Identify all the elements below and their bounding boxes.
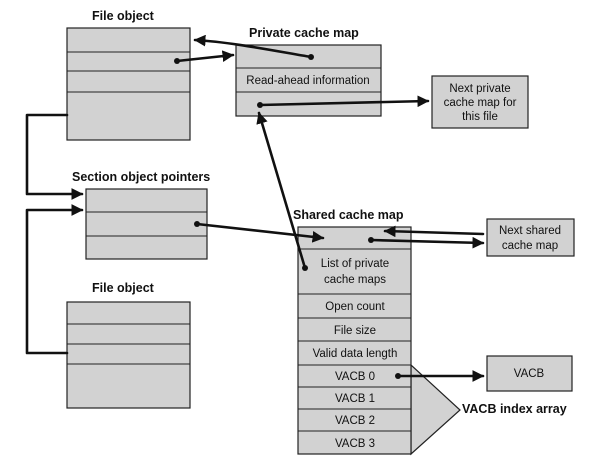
vacb-index-array-bracket [410,363,461,456]
section-object-pointers: Section object pointers [72,170,210,260]
arrow-next-shared-to-shared-map [383,225,485,238]
connectors [25,34,485,382]
vacb-entry-0: VACB 0 [335,371,375,383]
vacb-label: VACB [514,368,545,380]
arrow-private-map-to-file-object [193,34,313,59]
next-private-line2: cache map for [444,97,517,109]
next-shared-line1: Next shared [499,225,561,237]
file-object-top: File object [66,9,191,141]
private-cache-map-title: Private cache map [249,26,359,40]
shared-cache-map-valid-data-length: Valid data length [313,348,398,360]
next-private-line3: this file [462,111,498,123]
arrow-file-object-bottom-to-section-pointers [25,204,84,355]
vacb-entry-1: VACB 1 [335,393,375,405]
vacb-entry-3: VACB 3 [335,438,375,450]
vacb-box [486,355,573,392]
shared-cache-map-list-line1: List of private [321,258,389,270]
arrow-list-to-private-map [256,111,307,270]
next-private-line1: Next private [449,83,510,95]
vacb-entry-2: VACB 2 [335,415,375,427]
file-object-bottom-title: File object [92,281,155,295]
arrow-private-map-to-next-private [258,95,430,108]
next-shared-cache-map: Next shared cache map [486,218,575,257]
shared-cache-map-open-count: Open count [325,301,385,313]
arrow-shared-map-to-next-shared [369,236,485,249]
file-object-bottom-box [66,301,191,409]
arrow-file-object-to-private-map [175,50,235,63]
next-private-cache-map-box [431,75,529,129]
file-object-top-box [66,27,191,141]
shared-cache-map-title: Shared cache map [293,208,404,222]
shared-cache-map-file-size: File size [334,325,376,337]
shared-cache-map-list-line2: cache maps [324,274,386,286]
file-object-bottom: File object [66,281,191,409]
arrow-section-pointers-to-shared-map [195,222,325,243]
private-cache-map-readahead: Read-ahead information [246,75,369,87]
next-private-cache-map: Next private cache map for this file [431,75,529,129]
arrow-file-object-top-to-section-pointers [25,113,84,200]
section-object-pointers-box [85,188,208,260]
vacb: VACB [486,355,573,392]
file-object-top-title: File object [92,9,155,23]
shared-cache-map: Shared cache map List of private cache m… [293,208,567,456]
next-shared-cache-map-box [486,218,575,257]
section-object-pointers-title: Section object pointers [72,170,210,184]
vacb-index-array-label: VACB index array [462,402,567,416]
next-shared-line2: cache map [502,240,558,252]
